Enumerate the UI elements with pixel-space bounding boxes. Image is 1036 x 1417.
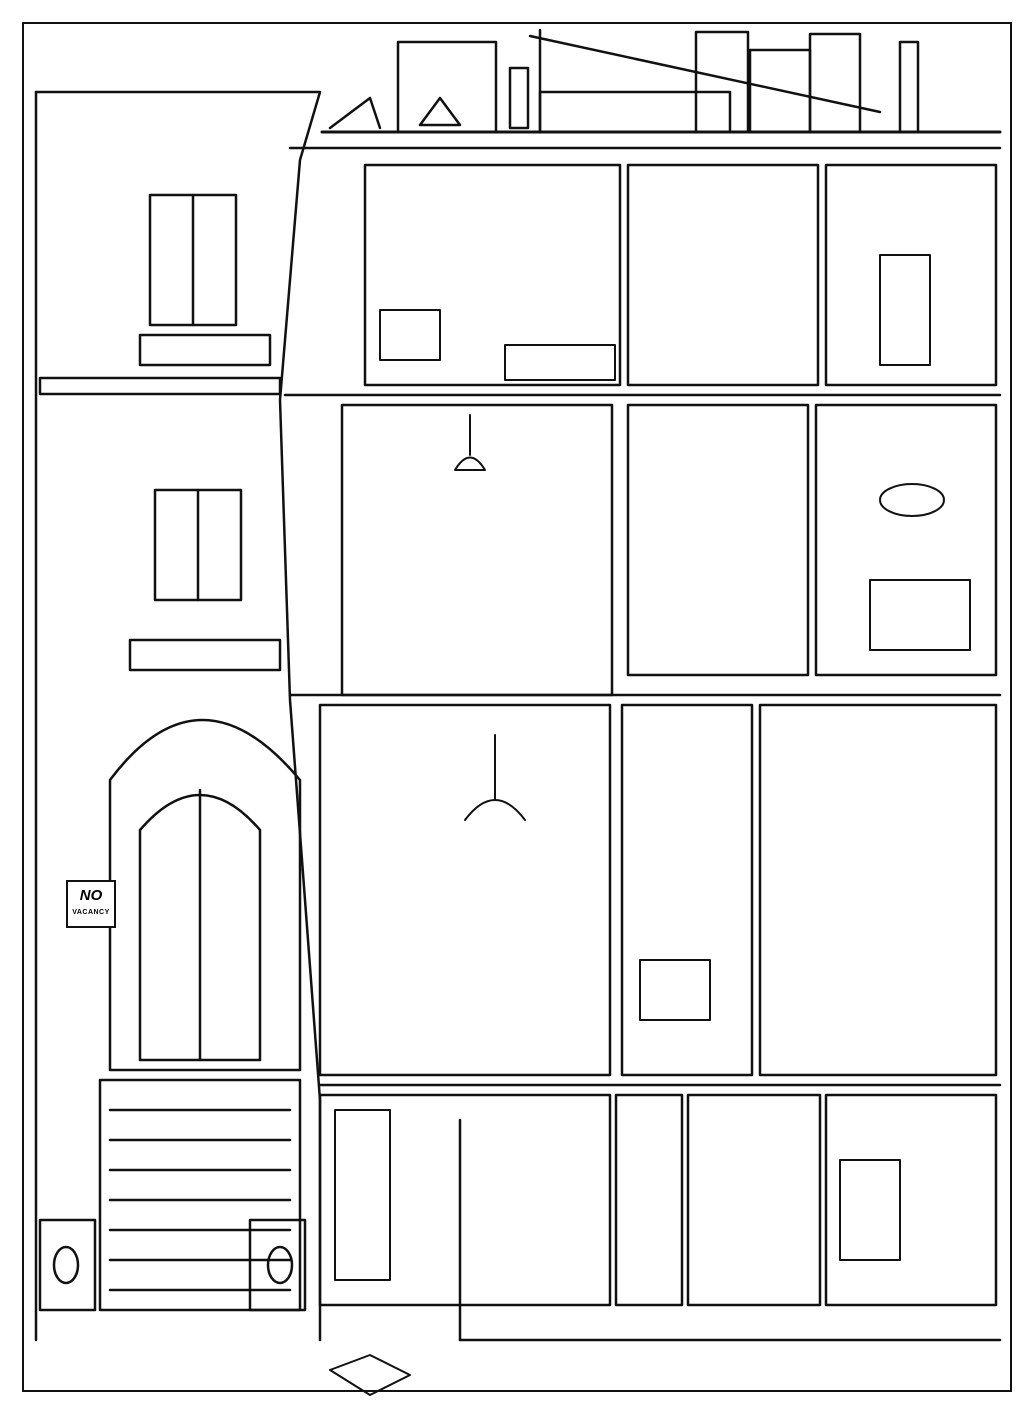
brownstone-facade xyxy=(34,90,322,1342)
illustration-frame xyxy=(22,22,1012,1392)
skyline xyxy=(320,28,1002,134)
sign-line-2: VACANCY xyxy=(72,909,110,916)
no-vacancy-sign: NO VACANCY xyxy=(66,880,116,928)
room-details xyxy=(329,254,971,1396)
cutaway-floors xyxy=(283,146,1002,1342)
sign-line-1: NO xyxy=(79,887,103,904)
